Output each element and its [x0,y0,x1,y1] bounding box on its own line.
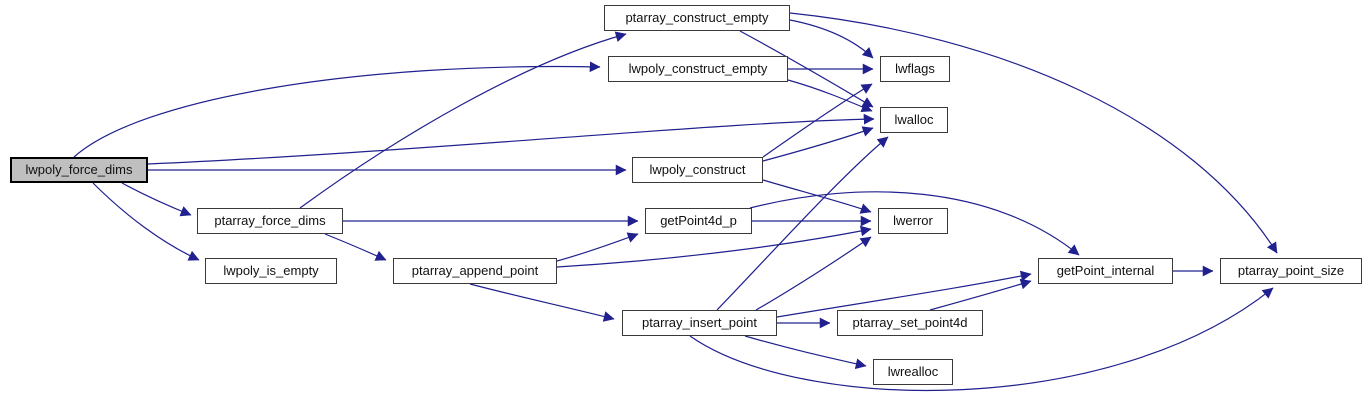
node-ptarray-append-point[interactable]: ptarray_append_point [393,258,557,284]
edge-ptarray_insert_point-to-lwalloc [716,136,889,311]
node-lwpoly-construct[interactable]: lwpoly_construct [632,157,763,183]
node-lwrealloc[interactable]: lwrealloc [873,359,953,385]
edge-lwpoly_construct_empty-to-lwalloc [787,79,873,112]
node-lwflags[interactable]: lwflags [880,56,950,82]
node-ptarray-construct-empty[interactable]: ptarray_construct_empty [604,5,790,31]
edge-lwpoly_force_dims-to-lwpoly_is_empty [92,182,200,261]
edge-ptarray_append_point-to-lwerror [556,225,872,268]
edge-ptarray_insert_point-to-ptarray_point_size [689,287,1274,392]
node-ptarray-insert-point[interactable]: ptarray_insert_point [622,310,777,336]
edge-ptarray_construct_empty-to-lwalloc [739,30,874,108]
node-lwpoly-construct-empty[interactable]: lwpoly_construct_empty [608,56,788,82]
edge-ptarray_append_point-to-ptarray_insert_point [469,283,615,322]
edge-getPoint4d_p-to-getPoint_internal [749,191,1080,256]
edge-ptarray_insert_point-to-lwrealloc [744,335,867,370]
edge-ptarray_construct_empty-to-ptarray_point_size [789,12,1278,254]
edge-lwpoly_force_dims-to-ptarray_force_dims [121,182,192,217]
node-lwpoly-is-empty[interactable]: lwpoly_is_empty [205,258,337,284]
edge-ptarray_insert_point-to-lwerror [755,236,872,311]
edge-ptarray_insert_point-to-getPoint_internal [776,270,1032,318]
node-ptarray-point-size[interactable]: ptarray_point_size [1220,258,1362,284]
edge-ptarray_force_dims-to-ptarray_construct_empty [299,31,627,209]
edge-lwpoly_force_dims-to-lwalloc [147,113,875,165]
edge-lwpoly_force_dims-to-lwpoly_construct_empty [73,61,601,158]
edge-ptarray_construct_empty-to-lwflags [789,19,874,59]
edge-lwpoly_construct-to-lwalloc [762,126,874,162]
edge-lwpoly_construct-to-lwerror [762,179,872,214]
node-lwalloc[interactable]: lwalloc [880,107,948,133]
node-getpoint4d-p[interactable]: getPoint4d_p [645,208,752,234]
edge-lwpoly_construct-to-lwflags [762,83,873,158]
edge-ptarray_set_point4d-to-getPoint_internal [929,278,1032,311]
node-ptarray-set-point4d[interactable]: ptarray_set_point4d [837,310,983,336]
node-getpoint-internal[interactable]: getPoint_internal [1038,258,1173,284]
edge-ptarray_append_point-to-getPoint4d_p [556,232,639,262]
node-lwerror[interactable]: lwerror [878,208,948,234]
node-lwpoly-force-dims[interactable]: lwpoly_force_dims [10,157,148,183]
edge-ptarray_force_dims-to-ptarray_append_point [324,233,387,261]
node-ptarray-force-dims[interactable]: ptarray_force_dims [197,208,343,234]
